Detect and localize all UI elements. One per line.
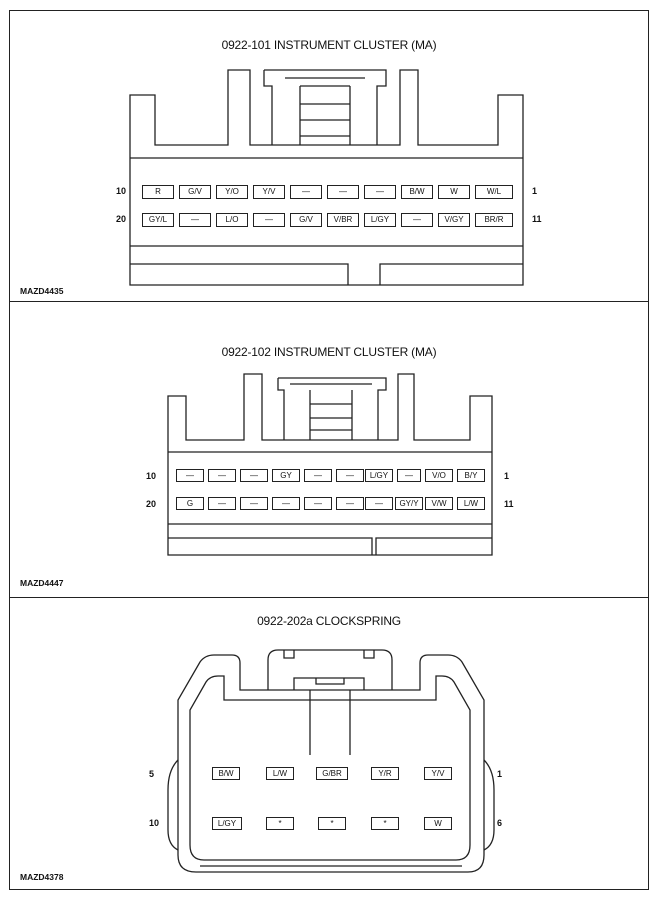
pin-cell: Y/O [216,185,248,199]
pin-number-label: 11 [504,499,514,509]
pin-cell: GY/L [142,213,174,227]
pin-cell: W [438,185,470,199]
pin-cell: GY [272,469,300,482]
pin-cell: — [365,497,393,510]
pin-cell: — [179,213,211,227]
pin-cell: — [304,497,332,510]
pin-cell: L/W [457,497,485,510]
connector-title: 0922-202a CLOCKSPRING [257,614,401,628]
connector-title: 0922-101 INSTRUMENT CLUSTER (MA) [221,38,437,52]
pin-number-label: 20 [146,499,157,509]
pin-cell: G/V [179,185,211,199]
pin-cell: B/Y [457,469,485,482]
pin-cell: L/GY [212,817,242,830]
pin-cell: * [371,817,399,830]
diagram-frame [9,10,649,890]
pin-number-label: 20 [116,214,127,224]
pin-number-label: 10 [116,186,127,196]
pin-cell: * [266,817,294,830]
pin-cell: — [240,469,268,482]
pin-cell: GY/Y [395,497,423,510]
pin-cell: — [272,497,300,510]
pin-cell: — [397,469,421,482]
pin-cell: V/GY [438,213,470,227]
pin-cell: — [336,497,364,510]
pin-cell: — [304,469,332,482]
pin-number-label: 1 [532,186,538,196]
pin-cell: Y/V [253,185,285,199]
figure-code: MAZD4435 [20,286,64,296]
pin-cell: * [318,817,346,830]
pin-cell: V/O [425,469,453,482]
pin-cell: BR/R [475,213,513,227]
pin-cell: L/GY [365,469,393,482]
pin-cell: B/W [212,767,240,780]
pin-cell: — [253,213,285,227]
pin-cell: — [401,213,433,227]
pin-cell: — [208,469,236,482]
pin-number-label: 6 [497,818,503,828]
pin-cell: — [208,497,236,510]
pin-cell: G/V [290,213,322,227]
pin-cell: G [176,497,204,510]
pin-cell: — [336,469,364,482]
pin-cell: B/W [401,185,433,199]
pin-cell: — [240,497,268,510]
pin-cell: — [327,185,359,199]
pin-cell: L/O [216,213,248,227]
figure-code: MAZD4378 [20,872,64,882]
pin-number-label: 5 [149,769,155,779]
pin-number-label: 11 [532,214,542,224]
pin-number-label: 10 [146,471,157,481]
pin-cell: — [364,185,396,199]
pin-cell: Y/R [371,767,399,780]
section-divider [9,597,649,598]
pin-cell: R [142,185,174,199]
pin-number-label: 10 [149,818,160,828]
pin-number-label: 1 [497,769,503,779]
pin-cell: V/W [425,497,453,510]
pin-cell: V/BR [327,213,359,227]
pin-cell: — [290,185,322,199]
connector-title: 0922-102 INSTRUMENT CLUSTER (MA) [221,345,437,359]
pin-cell: L/W [266,767,294,780]
pin-cell: W [424,817,452,830]
pin-cell: Y/V [424,767,452,780]
pin-cell: L/GY [364,213,396,227]
section-divider [9,301,649,302]
pin-cell: — [176,469,204,482]
pin-cell: W/L [475,185,513,199]
pin-number-label: 1 [504,471,510,481]
pin-cell: G/BR [316,767,348,780]
figure-code: MAZD4447 [20,578,64,588]
